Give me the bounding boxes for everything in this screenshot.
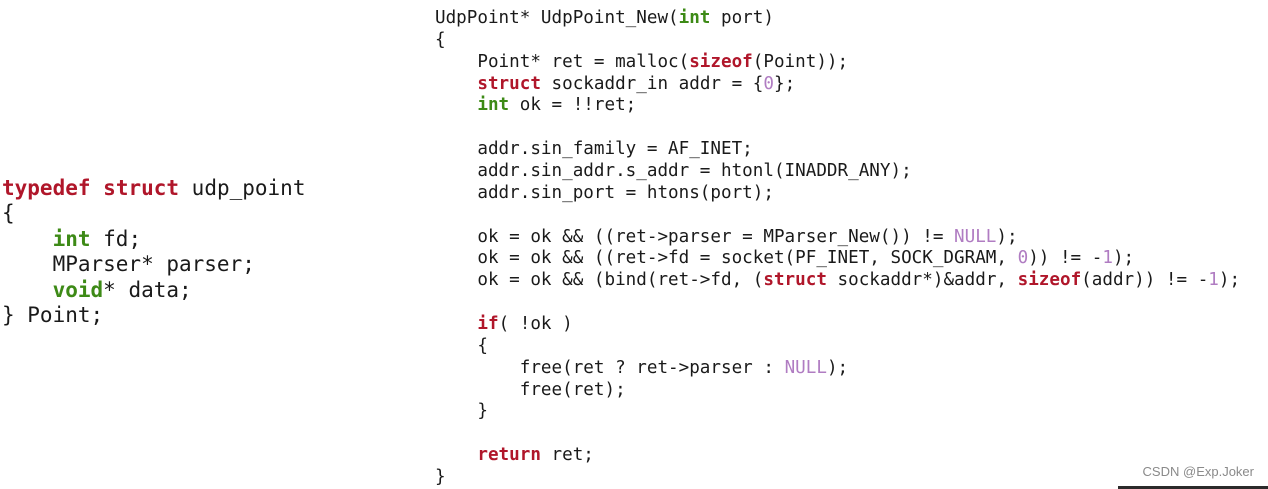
keyword-token: if (477, 314, 499, 335)
keyword-token: return (477, 445, 541, 466)
keyword-token: sizeof (689, 51, 753, 72)
code-token: ); (996, 226, 1018, 247)
code-token: ); (1218, 270, 1241, 291)
code-token: free(ret ? ret->parser : (435, 357, 785, 378)
code-token: }; (773, 73, 796, 94)
code-token: free(ret); (435, 379, 626, 400)
code-token: * data; (103, 277, 192, 302)
code-line: return ret; (435, 445, 1240, 467)
code-token: (Point)); (752, 51, 849, 72)
code-token: { (435, 29, 446, 50)
code-token: (addr)) != - (1081, 270, 1209, 291)
code-line: struct sockaddr_in addr = {0}; (435, 74, 1240, 96)
code-token: Point* ret = malloc( (435, 51, 690, 72)
code-line: { (435, 336, 1240, 358)
literal-token: 1 (1208, 270, 1219, 291)
literal-token: 0 (1017, 248, 1029, 269)
code-line: MParser* parser; (2, 252, 305, 277)
code-line: typedef struct udp_point (2, 176, 305, 201)
code-token: ); (1112, 248, 1135, 269)
keyword-token: sizeof (1017, 270, 1082, 291)
keyword-token: struct (763, 270, 827, 291)
type-token: void (52, 277, 104, 302)
code-line: if( !ok ) (435, 314, 1240, 336)
code-line: addr.sin_addr.s_addr = htonl(INADDR_ANY)… (435, 161, 1240, 183)
literal-token: 0 (763, 73, 774, 94)
code-token (91, 176, 104, 200)
code-token (435, 74, 477, 94)
code-line: UdpPoint* UdpPoint_New(int port) (435, 8, 1240, 30)
code-token: addr.sin_family = AF_INET; (435, 139, 753, 160)
code-token: fd; (90, 226, 142, 251)
code-line (435, 205, 1240, 227)
code-token: )) != - (1028, 248, 1103, 269)
code-token (435, 95, 477, 115)
code-line: free(ret ? ret->parser : NULL); (435, 358, 1240, 380)
literal-token: NULL (784, 357, 827, 378)
code-line: ok = ok && ((ret->fd = socket(PF_INET, S… (435, 248, 1240, 270)
type-token: int (678, 8, 711, 28)
code-line (435, 423, 1240, 445)
udppoint-new-function-code: UdpPoint* UdpPoint_New(int port){ Point*… (435, 8, 1240, 489)
code-line: { (2, 201, 305, 226)
code-line: addr.sin_port = htons(port); (435, 183, 1240, 205)
type-token: int (52, 226, 91, 251)
code-token: addr.sin_addr.s_addr = htonl(INADDR_ANY)… (435, 161, 912, 182)
code-token: ); (826, 357, 849, 378)
code-token (2, 278, 53, 302)
divider (1118, 486, 1268, 489)
code-line: ok = ok && (bind(ret->fd, (struct sockad… (435, 270, 1240, 292)
code-token: ret; (540, 445, 594, 466)
struct-definition-code: typedef struct udp_point{ int fd; MParse… (2, 176, 305, 328)
code-line (435, 292, 1240, 314)
keyword-token: struct (103, 176, 180, 200)
code-token: MParser* parser; (2, 252, 255, 277)
literal-token: 1 (1102, 248, 1113, 269)
watermark: CSDN @Exp.Joker (1142, 464, 1254, 479)
code-token (435, 445, 477, 465)
code-token: sockaddr_in addr = { (540, 73, 764, 94)
code-token: { (2, 201, 15, 226)
code-line: Point* ret = malloc(sizeof(Point)); (435, 52, 1240, 74)
literal-token: NULL (954, 226, 997, 247)
code-token: } (435, 401, 488, 422)
code-line: ok = ok && ((ret->parser = MParser_New()… (435, 227, 1240, 249)
code-line (435, 117, 1240, 139)
code-token (435, 314, 477, 334)
code-line: } (435, 467, 1240, 489)
code-line: } (435, 401, 1240, 423)
code-line: int ok = !!ret; (435, 95, 1240, 117)
code-line: addr.sin_family = AF_INET; (435, 139, 1240, 161)
keyword-token: struct (477, 73, 541, 94)
code-token: } (435, 467, 446, 488)
code-token: udp_point (179, 176, 306, 200)
code-token: addr.sin_port = htons(port); (435, 182, 774, 203)
keyword-token: typedef (2, 176, 91, 200)
code-line: int fd; (2, 227, 305, 252)
type-token: int (477, 95, 510, 116)
code-token: ok = ok && (bind(ret->fd, ( (435, 270, 764, 291)
code-token: sockaddr*)&addr, (826, 270, 1018, 291)
code-line: void* data; (2, 278, 305, 303)
code-token: UdpPoint* UdpPoint_New( (435, 8, 679, 28)
code-token: ( !ok ) (498, 314, 573, 335)
code-token: { (435, 335, 488, 356)
code-token: ok = ok && ((ret->parser = MParser_New()… (435, 226, 955, 247)
code-token (2, 227, 53, 251)
code-token: ok = ok && ((ret->fd = socket(PF_INET, S… (435, 248, 1018, 269)
code-line: } Point; (2, 303, 305, 328)
code-line: free(ret); (435, 380, 1240, 402)
code-token: } Point; (2, 302, 104, 327)
code-line: { (435, 30, 1240, 52)
code-token: port) (710, 8, 774, 28)
code-token: ok = !!ret; (509, 95, 637, 116)
